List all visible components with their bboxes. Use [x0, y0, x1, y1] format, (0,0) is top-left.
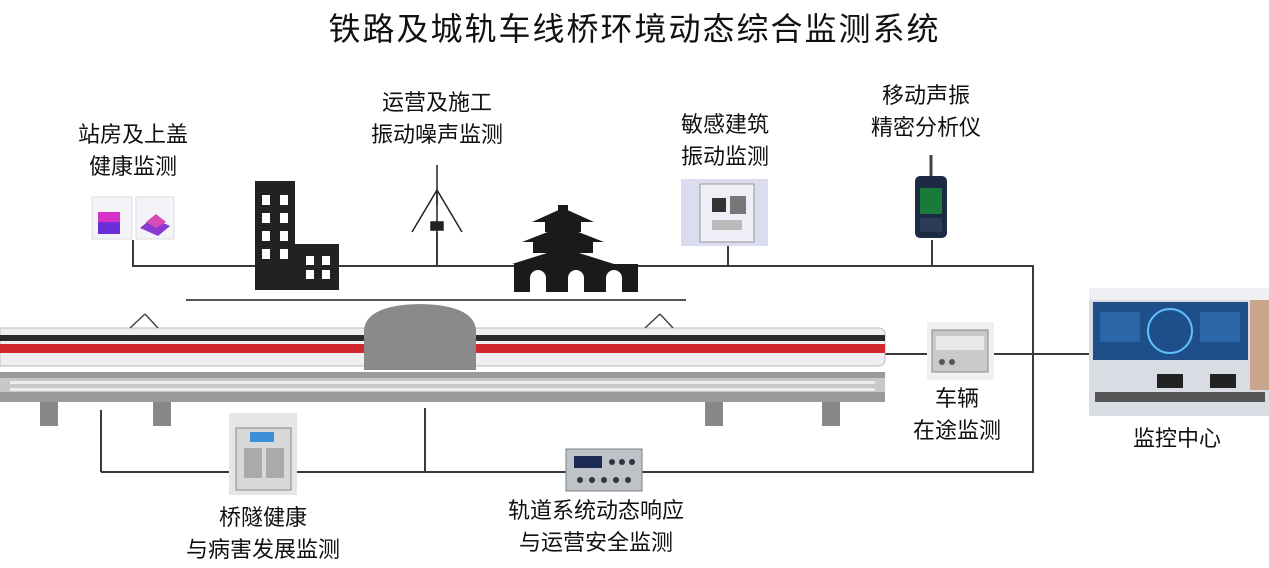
connection-lines — [100, 232, 1090, 473]
acoustic-analyzer-icon — [915, 155, 947, 238]
label-vibration-noise: 运营及施工振动噪声监测 — [370, 91, 503, 148]
label-track-dynamic-response: 轨道系统动态响应与运营安全监测 — [507, 499, 684, 556]
label-vehicle-monitoring: 车辆在途监测 — [912, 387, 1001, 444]
sensor-box-photo — [681, 179, 768, 246]
label-control-center: 监控中心 — [1132, 427, 1221, 452]
diagram-title: 铁路及城轨车线桥环境动态综合监测系统 — [328, 10, 941, 48]
vehicle-monitor-device — [927, 322, 994, 380]
health-chart-thumbnails — [91, 196, 175, 240]
viaduct-bridge — [0, 372, 885, 426]
microphone-tripod-icon — [411, 165, 463, 233]
label-sensitive-building: 敏感建筑振动监测 — [680, 113, 769, 170]
station-building-icon — [255, 181, 339, 290]
bell-tower-icon — [512, 205, 638, 292]
control-center-photo — [1089, 288, 1269, 416]
track-response-device — [565, 448, 643, 492]
train — [0, 313, 886, 367]
tunnel-icon — [364, 304, 476, 370]
bridge-sensor-photo — [229, 413, 297, 495]
label-station-health: 站房及上盖健康监测 — [77, 123, 188, 180]
label-bridge-tunnel-health: 桥隧健康与病害发展监测 — [185, 506, 340, 563]
label-acoustic-analyzer: 移动声振精密分析仪 — [870, 84, 981, 141]
